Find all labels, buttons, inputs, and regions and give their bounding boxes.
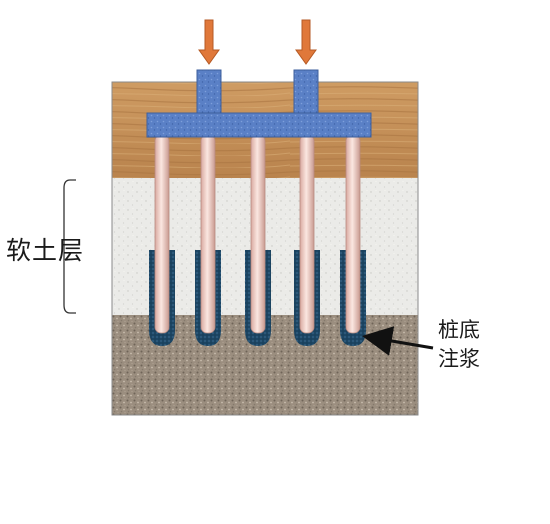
column-left xyxy=(196,69,222,115)
pile-tip-grouting-line1: 桩底 xyxy=(438,318,480,342)
load-arrows xyxy=(198,19,317,65)
piles xyxy=(154,134,361,334)
pile xyxy=(299,134,315,334)
grouting-leader-arrow xyxy=(362,326,434,356)
soft-soil-layer-label: 软土层 xyxy=(6,236,85,265)
pile xyxy=(154,134,170,334)
soft-soil-bracket xyxy=(63,179,76,314)
load-arrow-icon xyxy=(198,19,220,65)
column-right xyxy=(293,69,319,115)
cap-slab xyxy=(146,112,372,138)
pile-tip-grouting-line2: 注浆 xyxy=(438,347,480,371)
pile-cap xyxy=(146,69,372,138)
soil-profile-border xyxy=(111,81,419,416)
pile-tip-grouting-label: 桩底 注浆 xyxy=(438,316,498,374)
pile xyxy=(345,134,361,334)
pile xyxy=(200,134,216,334)
load-arrow-icon xyxy=(295,19,317,65)
pile xyxy=(250,134,266,334)
